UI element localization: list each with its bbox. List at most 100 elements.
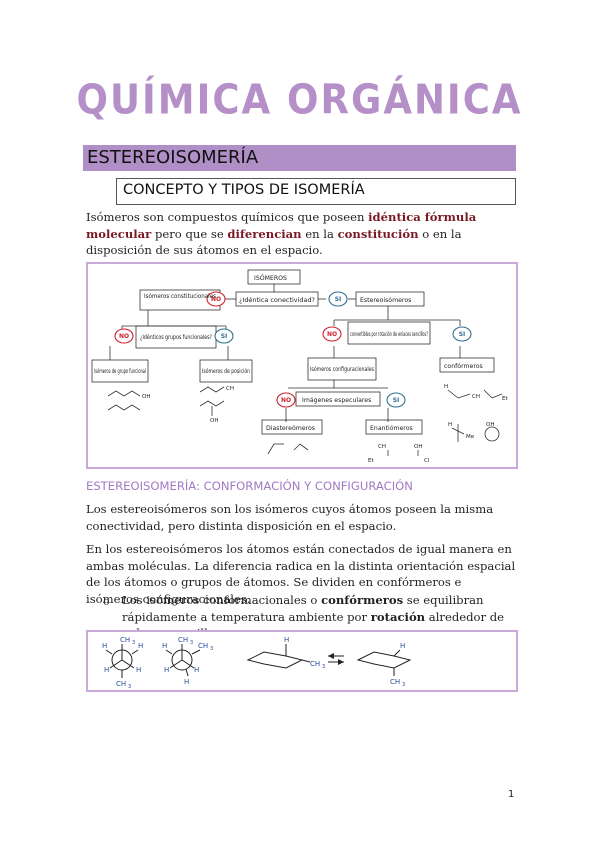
- h-label: H: [104, 666, 109, 674]
- ch-label: CH: [472, 394, 480, 400]
- configuracionales-label: Isómeros configuracionales: [310, 365, 374, 373]
- h-label: H: [138, 642, 143, 650]
- section-heading-bar: ESTEREOISOMERÍA: [83, 145, 516, 171]
- bullet-emph-rotacion: rotación: [370, 609, 426, 624]
- enantiomeros-label: Enantiómeros: [370, 424, 413, 432]
- subscript-3: 3: [132, 640, 135, 646]
- no-label: NO: [119, 333, 129, 340]
- no-label: NO: [211, 296, 221, 303]
- h-label: H: [444, 384, 448, 390]
- conformeros-box: [439, 357, 495, 373]
- subscript-3: 3: [322, 664, 325, 670]
- diastereomeros-label: Diastereómeros: [266, 424, 315, 432]
- oh-label: OH: [486, 422, 494, 428]
- especulares-label: Imágenes especulares: [302, 396, 371, 404]
- equilibrium-arrow-left: [328, 653, 334, 659]
- estereoisomeros-box: [355, 291, 425, 307]
- bullet-text: se equilibran rápidamente a temperatura …: [122, 593, 484, 624]
- subscript-3: 3: [402, 682, 405, 688]
- si-label: SI: [221, 333, 228, 340]
- especulares-box: [295, 391, 381, 407]
- ch3-label: CH: [390, 678, 400, 686]
- conformers-figure: CH 3 H H H H CH 3 CH 3 H CH 3 H H H H CH…: [86, 630, 518, 692]
- bullet-marker: o: [103, 595, 110, 608]
- subscript-3: 3: [190, 640, 193, 646]
- si-oval-4: [386, 392, 406, 408]
- ch3-label: CH: [178, 636, 188, 644]
- si-label: SI: [393, 397, 400, 404]
- si-oval-3: [452, 326, 472, 342]
- h-label: H: [164, 666, 169, 674]
- intro-text: pero que se: [151, 226, 228, 241]
- si-oval-1: [328, 291, 348, 307]
- no-label: NO: [281, 397, 291, 404]
- h-label: H: [448, 422, 452, 428]
- no-oval-3: [322, 326, 342, 342]
- no-oval-1: [206, 291, 226, 307]
- h-label: H: [162, 642, 167, 650]
- ch3-label: CH: [310, 660, 320, 668]
- paragraph-definition: Los estereoisómeros son los isómeros cuy…: [86, 502, 494, 533]
- intro-text: o en la disposición de sus átomos en el …: [86, 226, 462, 258]
- isomeros-label: ISÓMEROS: [254, 273, 287, 282]
- page-number: 1: [508, 789, 515, 800]
- diastereomeros-box: [261, 419, 323, 435]
- posicion-box: [199, 359, 253, 383]
- intro-text: Isómeros son compuestos químicos que pos…: [86, 210, 369, 224]
- cyclohexane-chair-2: [356, 651, 412, 669]
- cl-label: Cl: [424, 458, 430, 464]
- si-label: SI: [459, 331, 466, 338]
- intro-emph-formula: idéntica fórmula molecular: [86, 210, 477, 241]
- subsection-heading-box: CONCEPTO Y TIPOS DE ISOMERÍA: [116, 178, 516, 205]
- ch-label: CH: [226, 386, 234, 392]
- oh-label: OH: [414, 444, 422, 450]
- h-label: H: [194, 666, 199, 674]
- grupos-label: ¿Idénticos grupos funcionales?: [140, 333, 212, 341]
- intro-paragraph: Isómeros son compuestos químicos que pos…: [86, 209, 516, 259]
- posicion-label: Isómeros de posición: [202, 367, 250, 375]
- enantiomeros-box: [365, 419, 423, 435]
- estereoisomeros-label: Estereoisómeros: [360, 296, 411, 304]
- intro-text: en la: [301, 226, 338, 241]
- h-label: H: [136, 666, 141, 674]
- no-oval-4: [276, 392, 296, 408]
- h-label: H: [184, 678, 189, 686]
- subsection-heading: CONCEPTO Y TIPOS DE ISOMERÍA: [123, 182, 365, 198]
- intro-emph-constitucion: constitución: [337, 226, 419, 241]
- si-label: SI: [335, 296, 342, 303]
- bullet-emph-conformeros: confórmeros: [321, 593, 404, 607]
- intro-emph-diferencian: diferencian: [227, 226, 302, 241]
- oh-label: OH: [210, 418, 218, 424]
- et-label: Et: [368, 458, 374, 464]
- bullet-text: Los isómeros conformacionales o: [122, 593, 322, 607]
- subheading-conformacion: ESTEREOISOMERÍA: CONFORMACIÓN Y CONFIGUR…: [86, 479, 413, 493]
- constitucionales-label: Isómeros constitucionales: [144, 292, 216, 300]
- conectividad-label: ¿Idéntica conectividad?: [239, 296, 315, 304]
- configuracionales-box: [307, 357, 377, 381]
- ch3-label: CH: [116, 680, 126, 688]
- equilibrium-arrow-right: [338, 659, 344, 665]
- paragraph-description: En los estereoisómeros los átomos están …: [86, 542, 516, 606]
- rotacion-label: convertibles por rotación de enlaces sen…: [350, 330, 428, 338]
- isomer-classification-figure: NO SI NO SI NO SI NO SI ISÓMEROS Isómero…: [86, 262, 518, 469]
- ch3-label: CH: [198, 642, 208, 650]
- h-label: H: [284, 636, 289, 644]
- subscript-3: 3: [210, 646, 213, 652]
- me-label: Me: [466, 434, 475, 440]
- grupo-funcional-box: [91, 359, 149, 383]
- et-label: Et: [502, 396, 508, 402]
- section-heading: ESTEREOISOMERÍA: [87, 147, 259, 168]
- h-label: H: [400, 642, 405, 650]
- no-label: NO: [327, 331, 337, 338]
- molecule-sketches: [107, 386, 503, 456]
- subscript-3: 3: [128, 684, 131, 690]
- classification-diagram: NO SI NO SI NO SI NO SI ISÓMEROS Isómero…: [91, 269, 508, 464]
- cyclohexane-chair-1: [246, 651, 304, 669]
- grupo-funcional-label: Isómeros de grupo funcional: [94, 367, 146, 375]
- oh-label: OH: [142, 394, 150, 400]
- ch3-label: CH: [120, 636, 130, 644]
- page-title: QUÍMICA ORGÁNICA: [76, 75, 523, 124]
- si-oval-2: [214, 328, 234, 344]
- ch-label: CH: [378, 444, 386, 450]
- no-oval-2: [114, 328, 134, 344]
